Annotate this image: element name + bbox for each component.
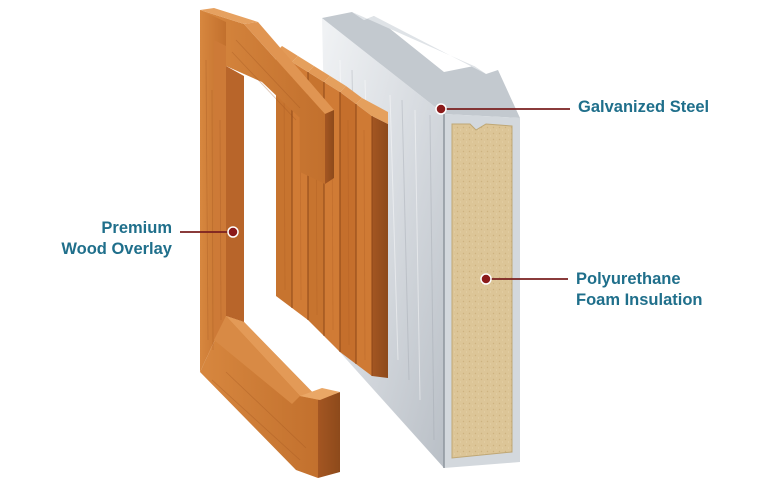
label-polyurethane-foam: Polyurethane Foam Insulation bbox=[576, 269, 703, 311]
wood-overlay-frame bbox=[200, 8, 340, 478]
label-galvanized-steel: Galvanized Steel bbox=[578, 97, 709, 118]
foam-insulation-core bbox=[451, 123, 513, 459]
leader-dot-steel bbox=[435, 103, 447, 115]
leader-dot-wood bbox=[227, 226, 239, 238]
label-wood-line1: Premium bbox=[101, 219, 172, 237]
label-foam-line1: Polyurethane bbox=[576, 270, 681, 288]
leader-lines bbox=[180, 103, 570, 285]
label-wood-line2: Wood Overlay bbox=[61, 240, 172, 258]
leader-dot-foam bbox=[480, 273, 492, 285]
label-steel-text: Galvanized Steel bbox=[578, 98, 710, 116]
wood-plank-panel bbox=[276, 46, 388, 378]
label-premium-wood-overlay: Premium Wood Overlay bbox=[40, 218, 172, 260]
label-foam-line2: Foam Insulation bbox=[576, 291, 703, 309]
